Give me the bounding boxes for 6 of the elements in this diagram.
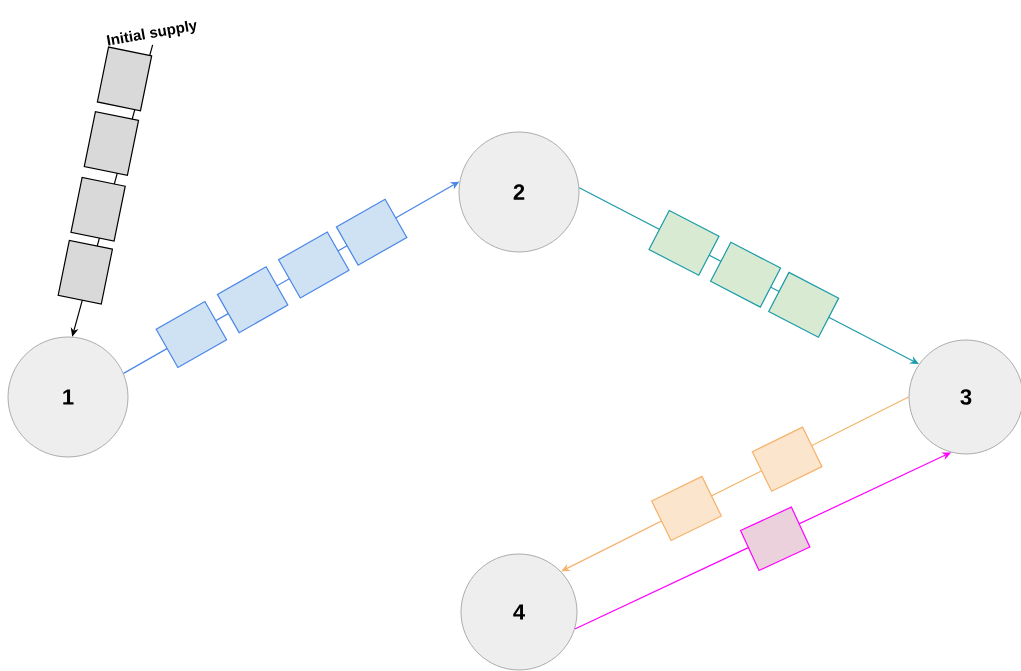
circle-node: 1 [7, 336, 129, 458]
queue-arrow-drawing [561, 396, 910, 572]
circle-node: 4 [460, 553, 578, 671]
label-text: Initial supply [106, 20, 197, 46]
circle-node: 3 [908, 339, 1021, 455]
circle-node: 2 [458, 131, 580, 253]
